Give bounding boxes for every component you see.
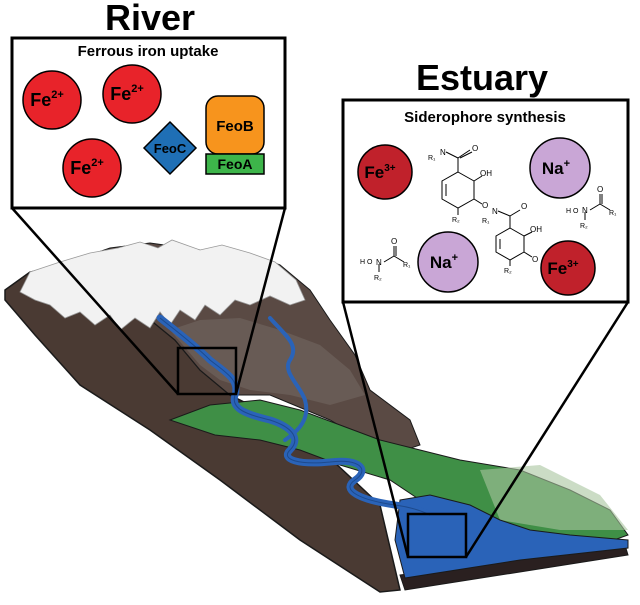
siderophore-structure-pyridinone: N R₁ O OH O R₂ (482, 202, 542, 275)
chem-r2-label: R₂ (580, 223, 588, 230)
svg-text:Fe2+: Fe2+ (30, 89, 64, 110)
chem-r1-label: R₁ (609, 210, 617, 217)
chem-n-label: N (376, 258, 382, 267)
svg-text:Na+: Na+ (542, 158, 570, 178)
feoc-protein: FeoC (142, 120, 198, 176)
svg-text:Fe3+: Fe3+ (364, 163, 395, 182)
feoa-box (205, 153, 265, 175)
ion-symbol: Fe (110, 84, 131, 104)
fe2-ion: Fe2+ (22, 70, 82, 130)
ion-charge: 2+ (131, 83, 144, 95)
feoc-label: FeoC (154, 141, 187, 156)
chem-r2-label: R₂ (504, 268, 512, 275)
siderophore-structure-hydroxamate: H O N O R₁ R₂ (360, 237, 411, 282)
estuary-panel-title: Siderophore synthesis (404, 109, 566, 126)
ion-charge: 3+ (384, 163, 396, 174)
svg-text:Fe3+: Fe3+ (547, 259, 578, 278)
river-channel-outline (159, 317, 431, 516)
chem-h-label: H (566, 208, 571, 215)
fe2-ion-circle (102, 64, 162, 124)
chem-n-label: N (582, 206, 588, 215)
chem-oh-label: OH (480, 169, 492, 178)
chem-r2-label: R₂ (374, 275, 382, 282)
fe3-ion: Fe3+ (357, 144, 413, 200)
ion-charge: + (452, 252, 458, 264)
ion-charge: 2+ (91, 157, 104, 169)
na-ion-circle (529, 137, 591, 199)
chem-r1-label: R₁ (403, 262, 411, 269)
ion-charge: 3+ (567, 259, 579, 270)
fe3-ion: Fe3+ (540, 240, 596, 296)
chem-o-label: O (472, 144, 478, 153)
estuary-connector-right (464, 301, 630, 558)
ion-charge: + (564, 158, 570, 170)
chem-o-label: O (521, 202, 527, 211)
ion-symbol: Fe (547, 259, 567, 278)
feoc-diamond (142, 120, 198, 176)
estuary-zoom-square (406, 512, 468, 559)
river-title: River (105, 0, 195, 38)
fe2-ion-circle (22, 70, 82, 130)
na-ion: Na+ (529, 137, 591, 199)
chem-r2-label: R₂ (452, 217, 460, 224)
svg-text:Na+: Na+ (430, 252, 458, 272)
estuary-connector-left (341, 301, 410, 558)
feob-protein: FeoB (205, 95, 265, 155)
river-connector-left (11, 207, 179, 395)
river-connector-right (234, 207, 287, 395)
chem-o-label: O (573, 208, 579, 215)
chem-h-label: H (360, 259, 365, 266)
chem-n-label: N (492, 207, 498, 216)
chem-o-label: O (367, 259, 373, 266)
estuary-title: Estuary (416, 57, 548, 98)
fe2-ion: Fe2+ (62, 138, 122, 198)
ion-symbol: Na (542, 159, 564, 178)
river-panel-title: Ferrous iron uptake (78, 43, 219, 60)
siderophore-structure-hydroxamate: H O N O R₁ R₂ (566, 185, 617, 230)
chem-o-label: O (532, 255, 538, 264)
ion-symbol: Fe (70, 158, 91, 178)
ion-charge: 2+ (51, 89, 64, 101)
estuary-haze (480, 465, 628, 530)
feoa-protein: FeoA (205, 153, 265, 175)
fe2-ion-circle (62, 138, 122, 198)
fe3-ion-circle (357, 144, 413, 200)
chem-o-label: O (391, 237, 397, 246)
fe3-ion-circle (540, 240, 596, 296)
feob-label: FeoB (216, 118, 254, 135)
chem-r1-label: R₁ (428, 155, 436, 162)
river-zoom-square (176, 346, 238, 396)
ion-symbol: Fe (364, 163, 384, 182)
chem-r1-label: R₁ (482, 218, 490, 225)
svg-text:Fe2+: Fe2+ (70, 157, 104, 178)
svg-text:Fe2+: Fe2+ (110, 83, 144, 104)
siderophore-structure-pyridinone: N R₁ O OH O R₂ (428, 144, 492, 224)
ion-symbol: Na (430, 253, 452, 272)
chem-oh-label: OH (530, 225, 542, 234)
fe2-ion: Fe2+ (102, 64, 162, 124)
na-ion: Na+ (417, 231, 479, 293)
snow-cap (19, 239, 306, 331)
mountain-shadow (170, 318, 365, 405)
ion-symbol: Fe (30, 90, 51, 110)
river-tributary (268, 316, 309, 442)
feoa-label: FeoA (218, 156, 253, 172)
chem-n-label: N (440, 148, 446, 157)
chem-o-label: O (482, 201, 488, 210)
na-ion-circle (417, 231, 479, 293)
chem-o-label: O (597, 185, 603, 194)
